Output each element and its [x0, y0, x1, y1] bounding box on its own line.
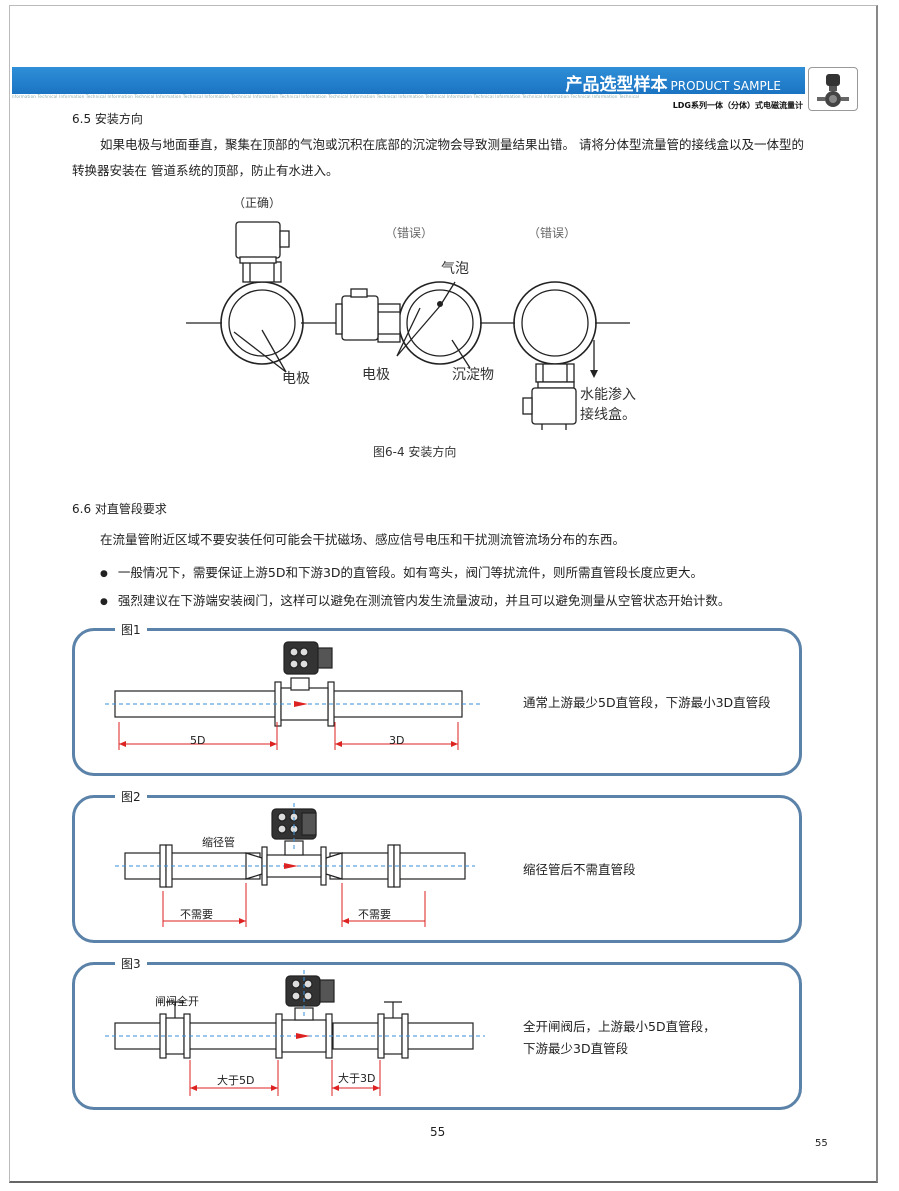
fig1-note: 通常上游最少5D直管段，下游最小3D直管段 [523, 695, 771, 710]
fig3-note-line2: 下游最少3D直管段 [523, 1041, 629, 1056]
header-title-cn: 产品选型样本 [565, 75, 668, 95]
page-border [9, 5, 878, 1183]
fig2-note: 缩径管后不需直管段 [523, 862, 636, 877]
figure-2-title: 图2 [115, 788, 147, 805]
installation-direction-diagram [186, 221, 630, 430]
section-65-paragraph: 如果电极与地面垂直，聚集在顶部的气泡或沉积在底部的沉淀物会导致测量结果出错。 请… [72, 137, 804, 178]
label-sediment: 沉淀物 [452, 367, 494, 383]
fig2-reducer-label: 缩径管 [202, 836, 235, 849]
label-electrode-1: 电极 [282, 371, 310, 387]
fig3-valve-label: 闸阀全开 [155, 995, 199, 1008]
figure-caption: 图6-4 安装方向 [373, 445, 457, 459]
figure-3-diagram [105, 970, 485, 1096]
header-subtitle: LDG系列一体（分体）式电磁流量计 [672, 101, 803, 110]
fig3-left-dim: 大于5D [217, 1074, 255, 1087]
section-66-heading: 6.6 对直管段要求 [72, 502, 167, 516]
fig3-note-line1: 全开闸阀后，上游最小5D直管段， [523, 1019, 716, 1034]
product-logo [808, 67, 858, 111]
figure-1-title: 图1 [115, 621, 147, 638]
fig2-left-dim: 不需要 [180, 908, 213, 921]
figure-3-title: 图3 [115, 955, 147, 972]
fig3-right-dim: 大于3D [338, 1072, 376, 1085]
bullet-1: 一般情况下，需要保证上游5D和下游3D的直管段。如有弯头，阀门等扰流件，则所需直… [100, 562, 703, 581]
flowmeter-icon [817, 74, 849, 107]
label-wrong-2: （错误） [528, 226, 577, 240]
label-correct: （正确） [233, 196, 282, 210]
figure-2-diagram [115, 803, 475, 927]
header-band [12, 67, 805, 94]
label-electrode-2: 电极 [362, 367, 390, 383]
label-bubble: 气泡 [441, 261, 469, 277]
fig1-right-dim: 3D [389, 734, 405, 747]
figure-1-diagram [105, 641, 480, 750]
section-65-heading: 6.5 安装方向 [72, 112, 143, 126]
label-water-2: 接线盒。 [580, 407, 636, 423]
label-wrong-1: （错误） [385, 226, 434, 240]
page-number: 55 [430, 1125, 446, 1139]
section-66-intro: 在流量管附近区域不要安装任何可能会干扰磁场、感应信号电压和干扰测流管流场分布的东… [100, 532, 626, 547]
fig2-right-dim: 不需要 [358, 908, 391, 921]
header-strip: nformation Technical Information Technic… [12, 94, 640, 99]
bullet-2: 强烈建议在下游端安装阀门，这样可以避免在测流管内发生流量波动，并且可以避免测量从… [100, 590, 731, 609]
label-water-1: 水能渗入 [580, 387, 636, 403]
fig1-left-dim: 5D [190, 734, 206, 747]
header-title-en: PRODUCT SAMPLE [670, 79, 781, 93]
corner-page-number: 55 [815, 1138, 828, 1149]
